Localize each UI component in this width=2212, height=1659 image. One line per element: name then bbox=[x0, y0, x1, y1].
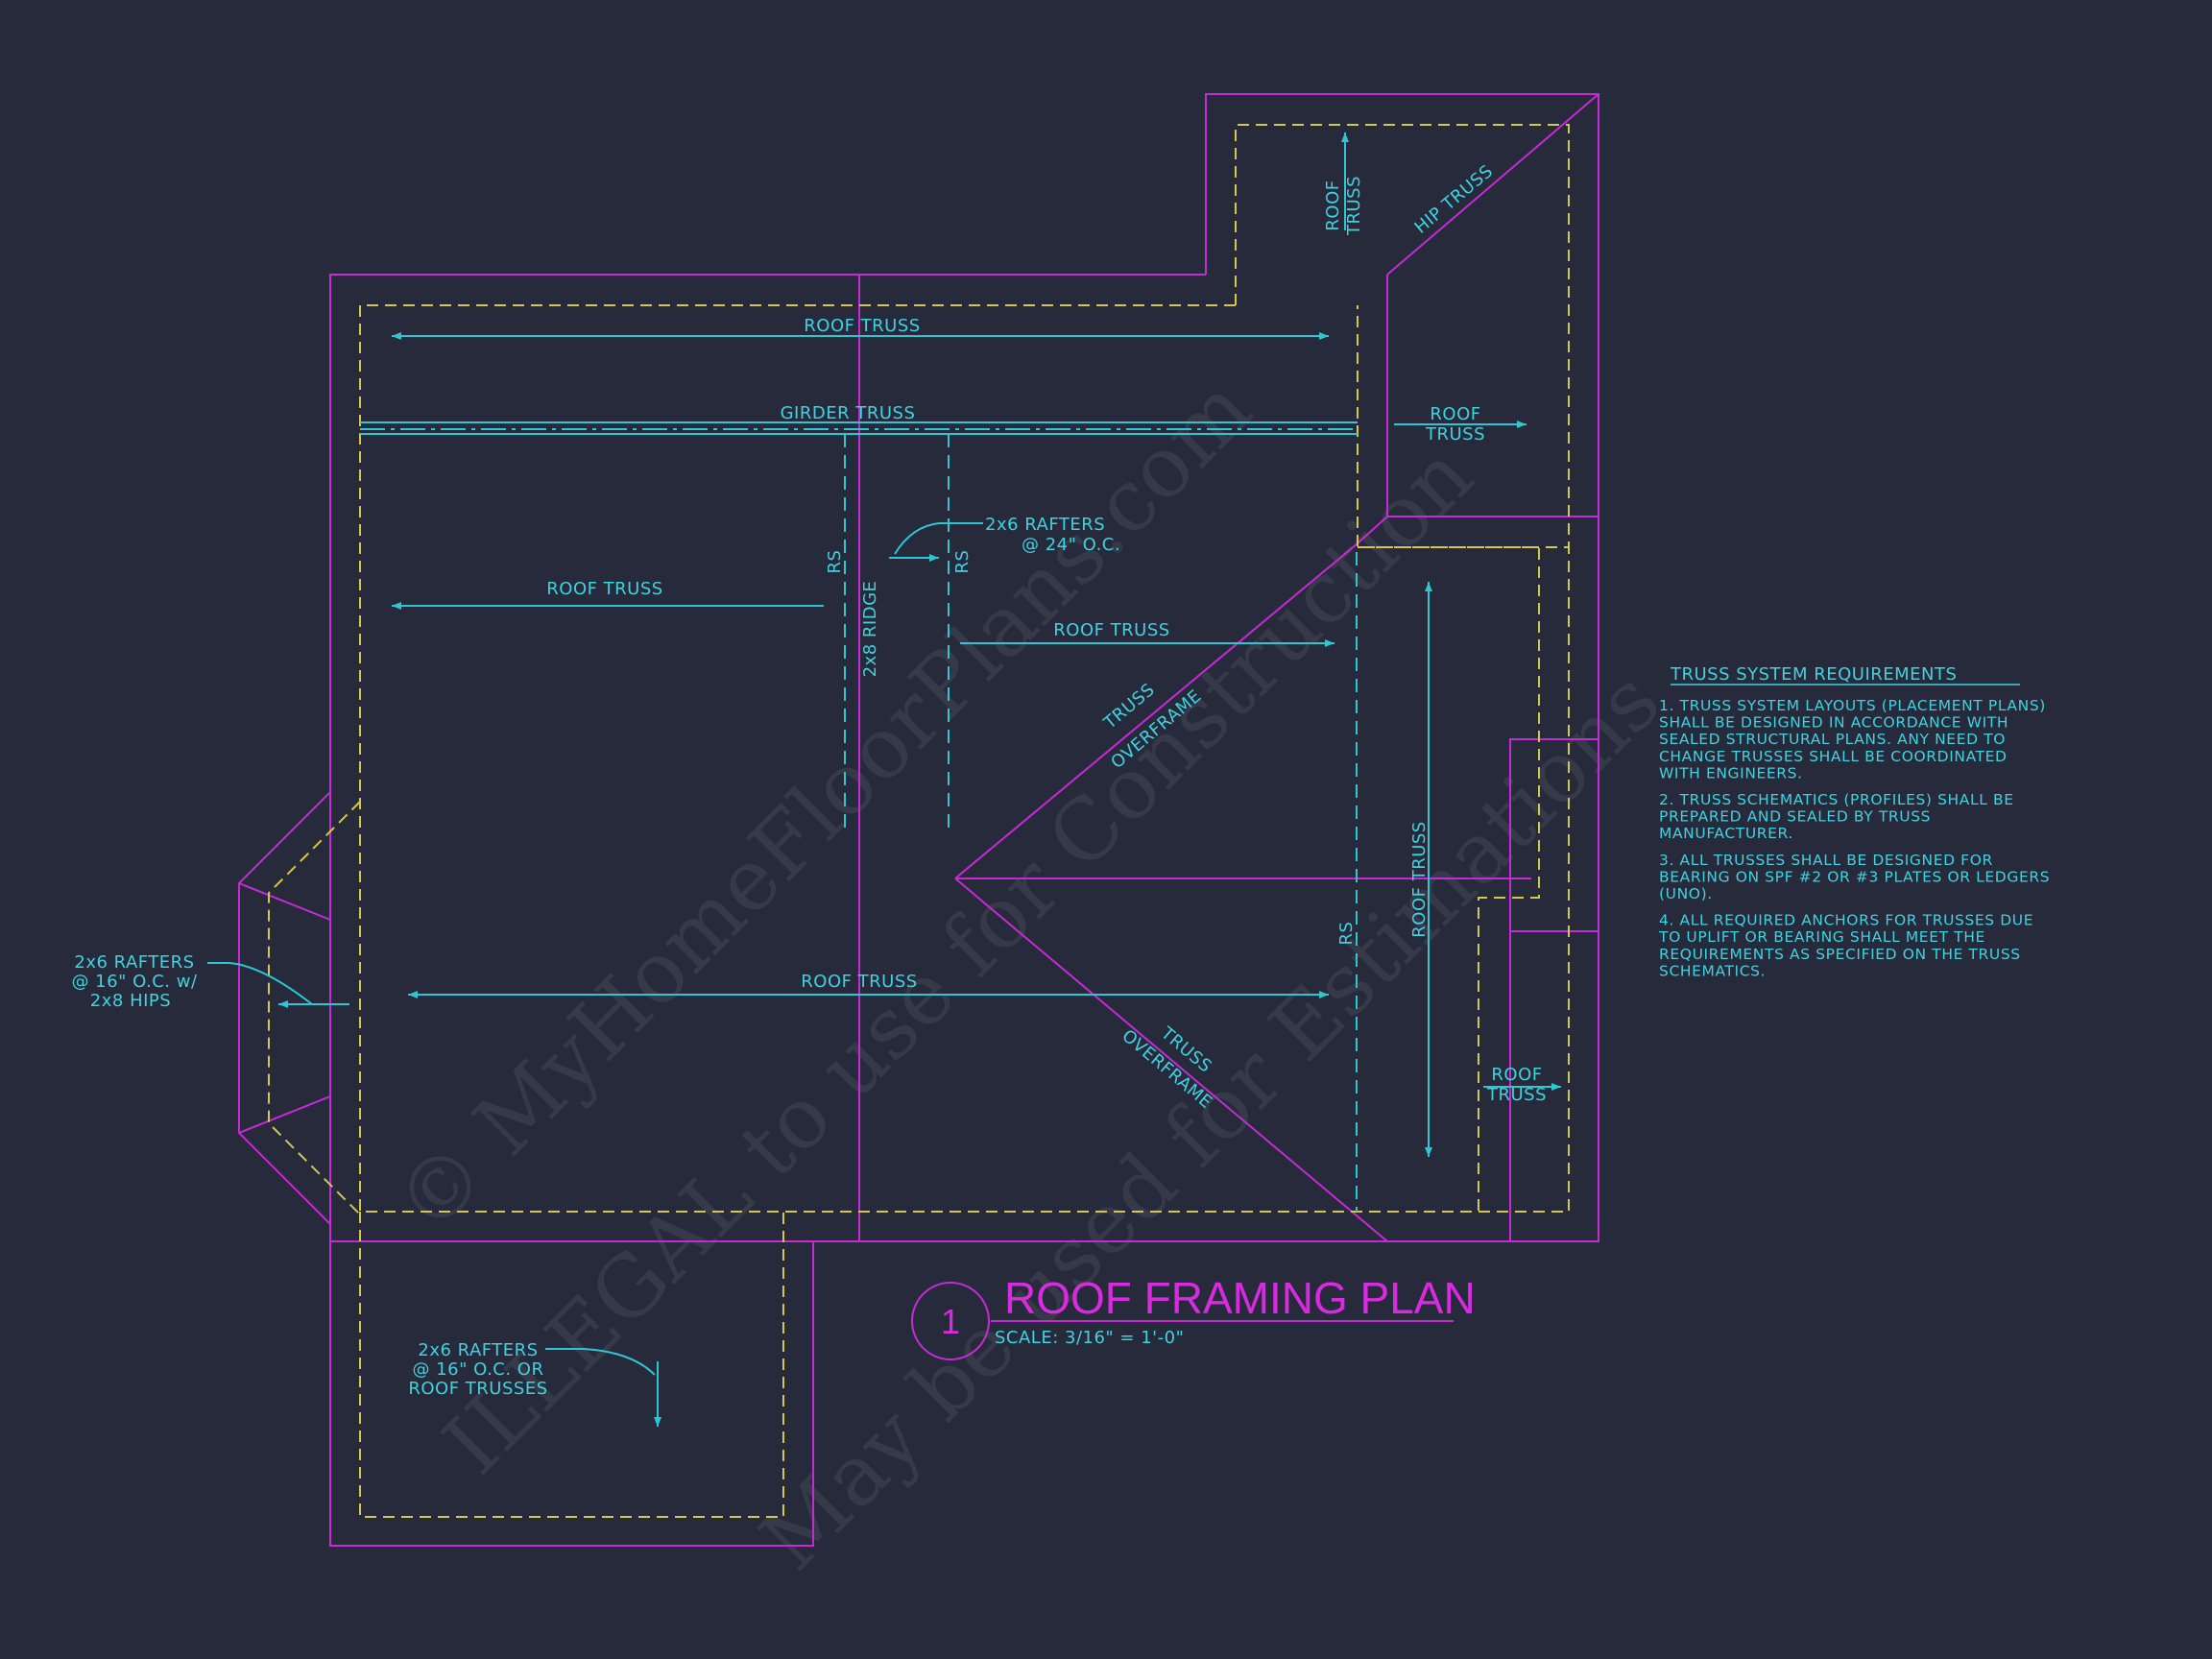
bay-roof-outline bbox=[238, 791, 331, 1225]
label-rafters-24-line2: @ 24" O.C. bbox=[1022, 535, 1120, 555]
note-2-line-1: 2. TRUSS SCHEMATICS (PROFILES) SHALL BE bbox=[1659, 791, 2014, 808]
label-porch-rafters-2: @ 16" O.C. OR bbox=[413, 1359, 544, 1380]
roof-outline bbox=[238, 93, 1599, 1547]
label-roof-truss-vertical: ROOF TRUSS bbox=[1409, 821, 1430, 937]
label-porch-rafters-3: ROOF TRUSSES bbox=[408, 1379, 547, 1399]
note-4-line-4: SCHEMATICS. bbox=[1659, 962, 1766, 979]
note-2-line-2: PREPARED AND SEALED BY TRUSS bbox=[1659, 808, 1931, 826]
note-1-line-5: WITH ENGINEERS. bbox=[1659, 764, 1803, 781]
inner-wall-line bbox=[1358, 546, 1540, 1212]
note-1-line-2: SHALL BE DESIGNED IN ACCORDANCE WITH bbox=[1659, 714, 2008, 732]
label-porch-rafters-1: 2x6 RAFTERS bbox=[418, 1340, 538, 1360]
bay-hip-lower bbox=[238, 1095, 331, 1134]
drawing-scale: SCALE: 3/16" = 1'-0" bbox=[995, 1328, 1184, 1348]
note-4-line-1: 4. ALL REQUIRED ANCHORS FOR TRUSSES DUE bbox=[1659, 912, 2033, 929]
label-girder-truss: GIRDER TRUSS bbox=[781, 403, 916, 423]
bay-hip-upper bbox=[238, 882, 331, 921]
title-circle bbox=[911, 1282, 990, 1360]
leader-rafters-24 bbox=[894, 522, 983, 555]
label-bay-rafters-3: 2x8 HIPS bbox=[90, 991, 171, 1011]
framing-lines bbox=[844, 434, 1358, 1212]
label-roof-truss-lower-right-2: TRUSS bbox=[1486, 1085, 1547, 1105]
bay-wall-line bbox=[268, 801, 361, 1215]
drawing-title-text: ROOF FRAMING PLAN bbox=[1004, 1273, 1476, 1323]
label-roof-truss-wing-2: TRUSS bbox=[1344, 176, 1364, 236]
label-ridge: 2x8 RIDGE bbox=[860, 581, 880, 678]
notes-heading: TRUSS SYSTEM REQUIREMENTS bbox=[1670, 664, 1957, 685]
label-roof-truss-mid-right: ROOF TRUSS bbox=[1053, 620, 1169, 640]
leader-porch-rafters bbox=[545, 1348, 656, 1376]
label-bay-rafters-1: 2x6 RAFTERS bbox=[74, 952, 194, 973]
label-rs-right: RS bbox=[952, 550, 973, 574]
label-rafters-24-line1: 2x6 RAFTERS bbox=[985, 515, 1105, 535]
label-roof-truss-mid-left: ROOF TRUSS bbox=[546, 579, 662, 599]
note-3-line-1: 3. ALL TRUSSES SHALL BE DESIGNED FOR bbox=[1659, 852, 1993, 869]
main-wall-line bbox=[359, 304, 1570, 1213]
note-1-line-1: 1. TRUSS SYSTEM LAYOUTS (PLACEMENT PLANS… bbox=[1659, 697, 2046, 714]
porch-wall-line bbox=[359, 1212, 784, 1518]
leaders bbox=[207, 522, 983, 1376]
wing-roof-outline bbox=[1205, 93, 1599, 517]
label-roof-truss-side-1: ROOF bbox=[1430, 404, 1480, 424]
note-2-line-3: MANUFACTURER. bbox=[1659, 825, 1793, 842]
wall-lines bbox=[268, 124, 1570, 1518]
overframe-upper-valley bbox=[954, 542, 1358, 879]
notes-body: 1. TRUSS SYSTEM LAYOUTS (PLACEMENT PLANS… bbox=[1658, 697, 2050, 979]
wing-wall-line bbox=[1235, 124, 1570, 547]
note-1-line-3: SEALED STRUCTURAL PLANS. ANY NEED TO bbox=[1659, 731, 2006, 748]
truss-notes: TRUSS SYSTEM REQUIREMENTS 1. TRUSS SYSTE… bbox=[1658, 664, 2050, 979]
note-1-line-4: CHANGE TRUSSES SHALL BE COORDINATED bbox=[1659, 748, 2008, 765]
label-rs-east: RS bbox=[1336, 922, 1357, 946]
label-roof-truss-lower-right-1: ROOF bbox=[1491, 1065, 1542, 1085]
label-roof-truss-bottom: ROOF TRUSS bbox=[801, 972, 917, 992]
note-4-line-2: TO UPLIFT OR BEARING SHALL MEET THE bbox=[1658, 928, 1985, 946]
leader-bay-rafters bbox=[207, 962, 313, 1005]
overframe-lower-valley bbox=[954, 878, 1388, 1242]
drawing-title: 1 ROOF FRAMING PLAN SCALE: 3/16" = 1'-0" bbox=[911, 1273, 1476, 1360]
girder-truss bbox=[360, 421, 1358, 435]
label-bay-rafters-2: @ 16" O.C. w/ bbox=[71, 972, 198, 992]
label-rs-left: RS bbox=[825, 550, 845, 574]
label-roof-truss-wing-1: ROOF bbox=[1323, 180, 1343, 230]
right-step-outline bbox=[1509, 738, 1599, 1241]
porch-roof-outline bbox=[329, 1241, 814, 1547]
valley-line bbox=[1357, 516, 1388, 544]
label-roof-truss-side-2: TRUSS bbox=[1425, 424, 1485, 445]
label-hip-truss: HIP TRUSS bbox=[1411, 161, 1498, 238]
note-3-line-2: BEARING ON SPF #2 OR #3 PLATES OR LEDGER… bbox=[1659, 868, 2050, 885]
note-4-line-3: REQUIREMENTS AS SPECIFIED ON THE TRUSS bbox=[1659, 946, 2021, 963]
label-roof-truss-top: ROOF TRUSS bbox=[804, 316, 920, 336]
hip-line bbox=[1386, 93, 1599, 276]
drawing-number: 1 bbox=[941, 1302, 960, 1341]
note-3-line-3: (UNO). bbox=[1659, 885, 1713, 902]
span-arrows bbox=[278, 132, 1561, 1427]
